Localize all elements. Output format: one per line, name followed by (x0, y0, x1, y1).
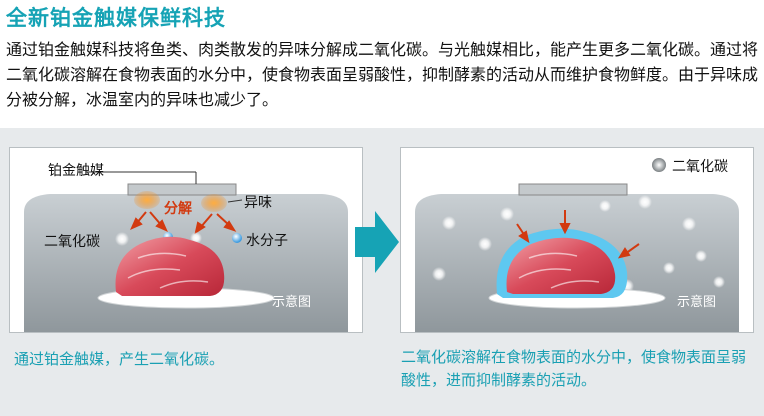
catalyst-plate (127, 183, 237, 196)
absorption-arrows (516, 210, 640, 259)
caption-left: 通过铂金触媒，产生二氧化碳。 (14, 350, 225, 368)
label-schematic: 示意图 (272, 295, 312, 310)
label-decompose: 分解 (164, 201, 192, 217)
caption-right: 二氧化碳溶解在食物表面的水分中，使食物表面呈弱酸性，进而抑制酵素的活动。 (401, 348, 747, 389)
catalyst-illustration (24, 171, 348, 332)
label-catalyst: 铂金触媒 (48, 163, 104, 179)
meat-icon (506, 237, 616, 294)
decompose-arrows (130, 211, 237, 235)
catalyst-figure: 铂金触媒 分解 异味 二氧化碳 水分子 示意图 (9, 147, 363, 333)
moisture-figure: 二氧化碳 示意图 (400, 147, 754, 333)
moisture-illustration (415, 158, 739, 332)
odor-cloud-right (201, 194, 227, 212)
label-odor: 异味 (244, 195, 272, 211)
label-schematic: 示意图 (677, 295, 717, 310)
legend-co2-label: 二氧化碳 (672, 159, 728, 175)
co2-legend-icon (652, 158, 666, 172)
water-molecule (232, 233, 242, 243)
intro-paragraph: 通过铂金触媒科技将鱼类、肉类散发的异味分解成二氧化碳。与光触媒相比，能产生更多二… (6, 40, 759, 109)
process-arrow-icon (355, 211, 399, 273)
odor-cloud-left (134, 191, 160, 209)
page-title: 全新铂金触媒保鲜科技 (6, 6, 226, 30)
catalyst-plate (518, 183, 628, 196)
label-co2: 二氧化碳 (44, 234, 100, 250)
co2-particle (115, 232, 129, 246)
label-water: 水分子 (246, 233, 288, 249)
